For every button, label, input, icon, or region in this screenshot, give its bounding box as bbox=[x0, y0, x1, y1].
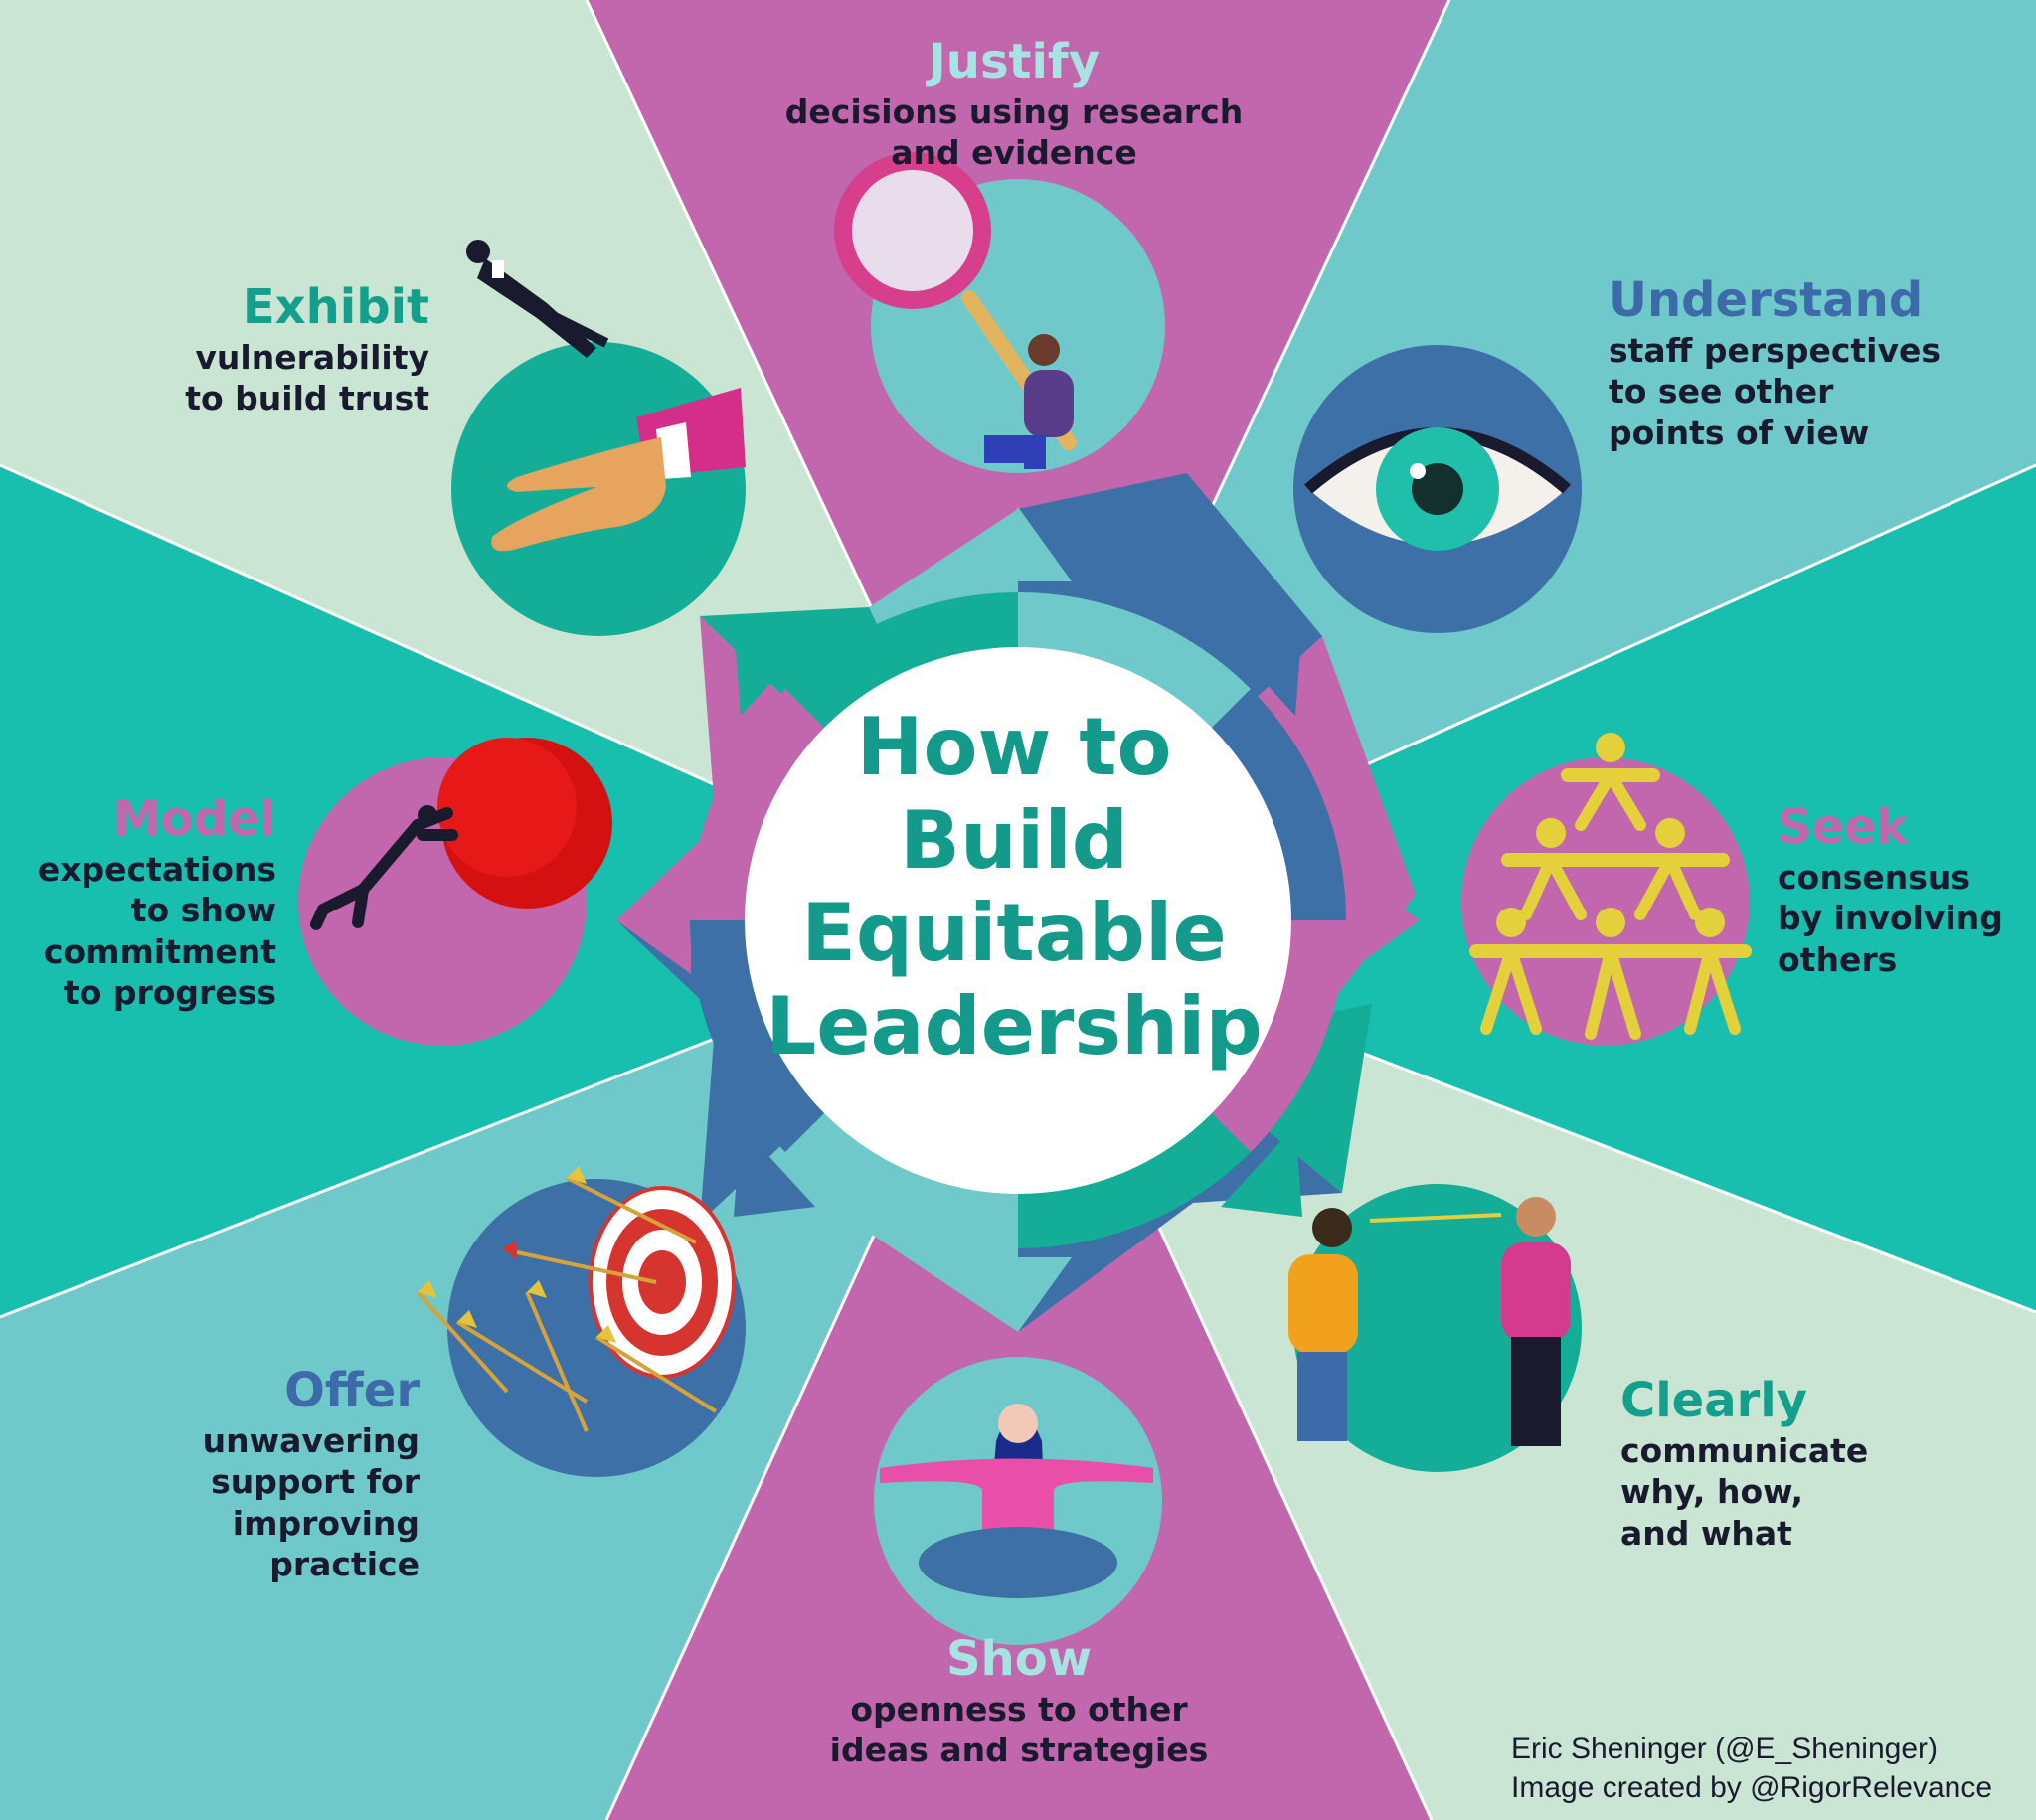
section-offer: Offer unwavering support for improving p… bbox=[129, 1367, 420, 1584]
meditating-person-icon bbox=[874, 1357, 1162, 1645]
credit-author: Eric Sheninger (@E_Sheninger) bbox=[1511, 1733, 1939, 1765]
gear-teeth bbox=[616, 507, 1420, 1332]
section-heading: Justify bbox=[928, 34, 1101, 89]
section-body-line: points of view bbox=[1609, 413, 1870, 452]
section-show: Show openness to other ideas and strateg… bbox=[775, 1635, 1263, 1771]
title-line-3: Equitable bbox=[801, 887, 1227, 980]
section-heading: Exhibit bbox=[242, 279, 429, 335]
section-justify: Justify decisions using research and evi… bbox=[756, 38, 1272, 174]
section-body-line: to see other bbox=[1609, 372, 1834, 412]
page-title: How to Build Equitable Leadership bbox=[756, 701, 1272, 1073]
section-body-line: why, how, bbox=[1620, 1472, 1804, 1512]
target-arrows-icon bbox=[416, 1166, 746, 1477]
conversation-icon bbox=[1288, 1184, 1582, 1472]
section-heading: Seek bbox=[1778, 799, 1909, 855]
section-body-line: expectations bbox=[37, 850, 276, 889]
people-pyramid-icon bbox=[1461, 733, 1752, 1046]
section-body-line: to show bbox=[130, 891, 276, 930]
center-circle bbox=[745, 647, 1291, 1194]
section-understand: Understand staff perspectives to see oth… bbox=[1609, 276, 2026, 453]
section-body-line: to build trust bbox=[185, 379, 429, 418]
credit-image: Image created by @RigorRelevance bbox=[1511, 1771, 1993, 1804]
section-clearly: Clearly communicate why, how, and what bbox=[1620, 1377, 1939, 1554]
open-hand-icon bbox=[451, 240, 746, 636]
section-body-line: others bbox=[1778, 939, 1898, 979]
magnifying-glass-icon bbox=[834, 152, 1165, 473]
section-exhibit: Exhibit vulnerability to build trust bbox=[149, 283, 429, 419]
section-body-line: vulnerability bbox=[195, 338, 429, 377]
section-heading: Clearly bbox=[1620, 1373, 1808, 1428]
section-body-line: practice bbox=[269, 1544, 420, 1583]
section-body-line: openness to other bbox=[850, 1690, 1188, 1729]
section-body-line: by involving bbox=[1778, 899, 2003, 938]
section-body-line: ideas and strategies bbox=[829, 1731, 1209, 1770]
section-heading: Offer bbox=[284, 1363, 420, 1418]
section-body-line: to progress bbox=[63, 972, 276, 1012]
section-heading: Understand bbox=[1609, 272, 1924, 328]
section-body-line: and evidence bbox=[891, 133, 1137, 173]
section-body-line: unwavering bbox=[202, 1421, 420, 1460]
section-body-line: and what bbox=[1620, 1513, 1792, 1553]
section-heading: Show bbox=[945, 1631, 1093, 1687]
section-heading: Model bbox=[112, 791, 276, 847]
section-body-line: consensus bbox=[1778, 858, 1971, 897]
section-body-line: communicate bbox=[1620, 1431, 1869, 1470]
section-body-line: decisions using research bbox=[784, 92, 1244, 131]
title-line-4: Leadership bbox=[765, 979, 1263, 1073]
section-body-line: commitment bbox=[43, 931, 276, 971]
section-model: Model expectations to show commitment to… bbox=[20, 795, 276, 1013]
section-body-line: improving bbox=[232, 1503, 420, 1543]
section-seek: Seek consensus by involving others bbox=[1778, 803, 2026, 980]
title-line-2: Build bbox=[899, 793, 1129, 887]
falling-businessman-icon bbox=[466, 240, 609, 358]
section-body-line: support for bbox=[211, 1462, 420, 1502]
title-line-1: How to bbox=[856, 701, 1172, 793]
section-body-line: staff perspectives bbox=[1609, 331, 1942, 370]
pushing-ball-icon bbox=[298, 738, 612, 1046]
eye-icon bbox=[1293, 345, 1582, 633]
credit: Eric Sheninger (@E_Sheninger) Image crea… bbox=[1511, 1730, 1992, 1807]
